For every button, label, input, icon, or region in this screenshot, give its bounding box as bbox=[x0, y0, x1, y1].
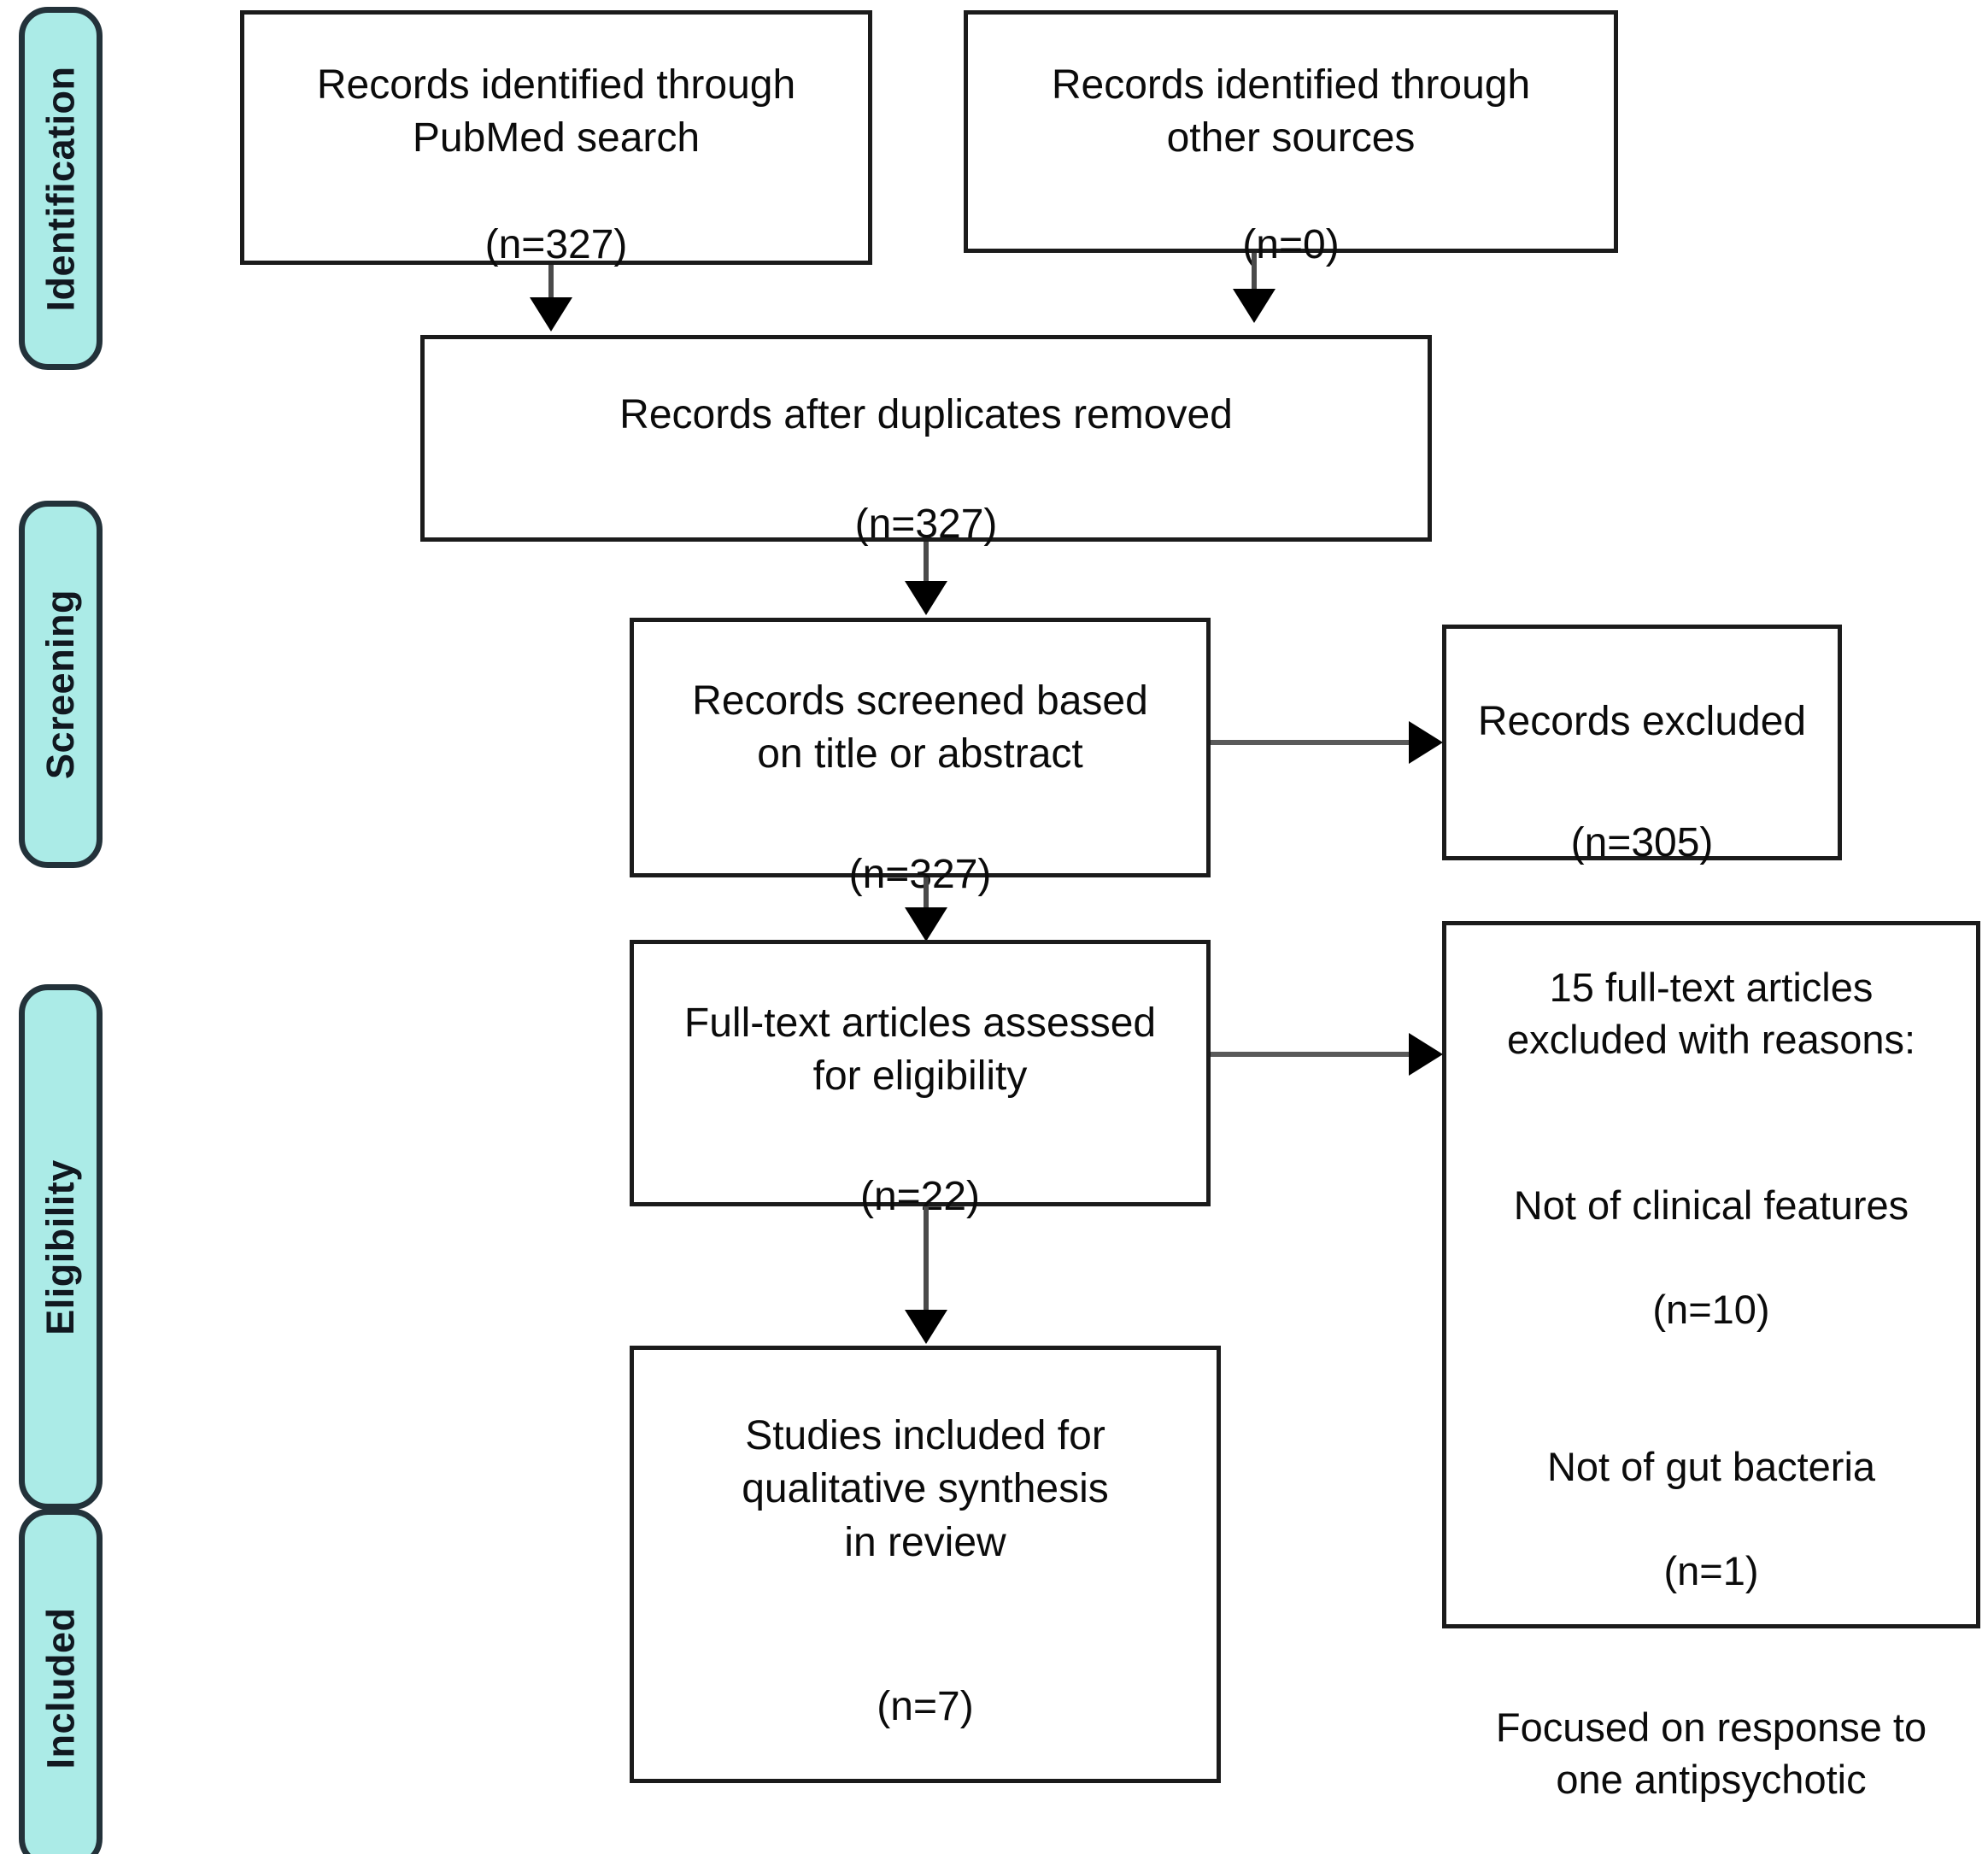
box-studies-included: Studies included for qualitative synthes… bbox=[630, 1346, 1221, 1783]
arrowhead-screened-to-excluded bbox=[1409, 721, 1443, 764]
box-records-pubmed-count: (n=327) bbox=[484, 221, 628, 267]
exclusion-reasons-list: Not of clinical features (n=10) Not of g… bbox=[1462, 1127, 1961, 1854]
stage-label-eligibility: Eligibility bbox=[38, 1159, 82, 1335]
box-duplicates-removed-count: (n=327) bbox=[854, 502, 998, 548]
exclusion-reason-item: Focused on response to one antipsychotic… bbox=[1462, 1649, 1961, 1854]
box-records-screened: Records screened based on title or abstr… bbox=[630, 618, 1211, 897]
exclusion-reason-item: Not of gut bacteria (n=1) bbox=[1462, 1388, 1961, 1649]
exclusion-reason-count: (n=10) bbox=[1652, 1287, 1770, 1333]
box-records-other-sources-title: Records identified through other sources bbox=[1051, 62, 1531, 161]
exclusion-reason-text: Not of clinical features bbox=[1513, 1182, 1909, 1229]
box-records-screened-count: (n=327) bbox=[848, 851, 992, 897]
arrowhead-fulltext-to-reasons bbox=[1409, 1033, 1443, 1076]
box-records-screened-title: Records screened based on title or abstr… bbox=[692, 678, 1148, 777]
stage-pill-identification: Identification bbox=[19, 7, 103, 370]
box-records-excluded-count: (n=305) bbox=[1570, 820, 1714, 866]
stage-label-screening: Screening bbox=[38, 589, 83, 780]
connector-pubmed-to-duplicates bbox=[548, 265, 554, 303]
exclusion-reason-count: (n=1) bbox=[1663, 1547, 1759, 1593]
box-records-pubmed: Records identified through PubMed search… bbox=[240, 10, 872, 267]
exclusion-reason-text: Focused on response to one antipsychotic bbox=[1495, 1704, 1927, 1803]
exclusion-reasons-heading: 15 full-text articles excluded with reas… bbox=[1506, 965, 1916, 1063]
exclusion-reason-item: Not of clinical features (n=10) bbox=[1462, 1127, 1961, 1388]
stage-pill-screening: Screening bbox=[19, 501, 103, 868]
box-duplicates-removed: Records after duplicates removed (n=327) bbox=[420, 335, 1432, 547]
box-records-excluded: Records excluded (n=305) bbox=[1442, 625, 1842, 865]
connector-screened-to-excluded bbox=[1211, 740, 1409, 745]
box-fulltext-assessed-count: (n=22) bbox=[859, 1173, 981, 1219]
box-studies-included-count: (n=7) bbox=[877, 1684, 974, 1730]
box-fulltext-assessed-title: Full-text articles assessed for eligibil… bbox=[683, 1000, 1157, 1100]
box-duplicates-removed-title: Records after duplicates removed bbox=[619, 392, 1233, 437]
arrowhead-pubmed-to-duplicates bbox=[530, 297, 572, 331]
arrowhead-screened-to-fulltext bbox=[905, 907, 947, 942]
arrowhead-fulltext-to-included bbox=[905, 1310, 947, 1344]
box-records-pubmed-title: Records identified through PubMed search bbox=[316, 62, 796, 161]
connector-fulltext-to-included bbox=[924, 1206, 929, 1316]
connector-other-to-duplicates bbox=[1252, 253, 1257, 294]
box-fulltext-assessed: Full-text articles assessed for eligibil… bbox=[630, 940, 1211, 1219]
connector-screened-to-fulltext bbox=[924, 877, 929, 913]
connector-fulltext-to-reasons bbox=[1211, 1052, 1409, 1057]
stage-pill-included: Included bbox=[19, 1509, 103, 1854]
stage-label-included: Included bbox=[38, 1607, 83, 1769]
stage-label-identification: Identification bbox=[38, 66, 82, 311]
connector-duplicates-to-screened bbox=[924, 542, 929, 586]
box-records-other-sources: Records identified through other sources… bbox=[964, 10, 1618, 267]
arrowhead-duplicates-to-screened bbox=[905, 581, 947, 615]
box-records-excluded-title: Records excluded bbox=[1477, 699, 1807, 744]
arrowhead-other-to-duplicates bbox=[1233, 289, 1275, 323]
box-exclusion-reasons: 15 full-text articles excluded with reas… bbox=[1442, 921, 1980, 1802]
exclusion-reason-text: Not of gut bacteria bbox=[1546, 1443, 1876, 1489]
box-records-other-sources-count: (n=0) bbox=[1242, 221, 1340, 267]
box-studies-included-title: Studies included for qualitative synthes… bbox=[742, 1413, 1109, 1565]
stage-pill-eligibility: Eligibility bbox=[19, 984, 103, 1510]
